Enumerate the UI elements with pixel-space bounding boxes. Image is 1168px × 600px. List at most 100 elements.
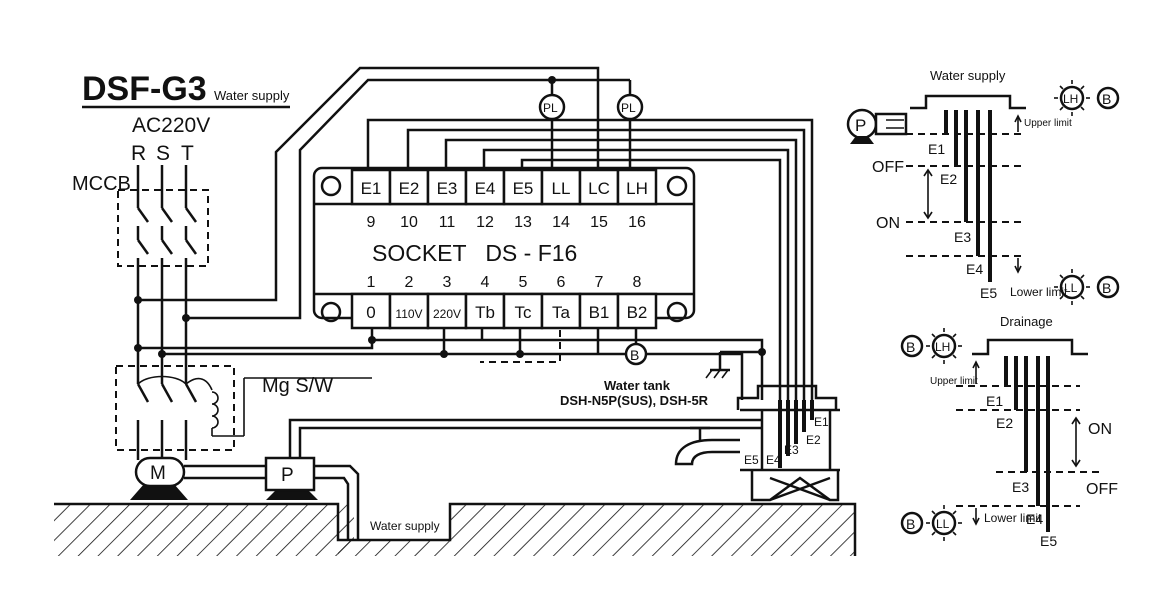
socket-bottom-terminal-label: B2	[627, 303, 648, 322]
supply-e1: E1	[928, 141, 945, 157]
drainage-e2: E2	[996, 415, 1013, 431]
supply-off-label: OFF	[872, 159, 904, 176]
motor: M	[130, 456, 188, 500]
socket-top-terminal-label: E3	[437, 179, 458, 198]
socket-bottom-terminal-label: Ta	[552, 303, 571, 322]
socket-bottom-terminal-label: 0	[366, 303, 375, 322]
socket-top-terminal	[502, 168, 544, 206]
buzzer: B	[624, 342, 648, 366]
socket-top-pin: 14	[552, 214, 570, 231]
svg-text:Water supply: Water supply	[930, 68, 1006, 83]
socket-bottom-terminal-label: 220V	[433, 307, 461, 321]
socket-top-terminal	[464, 168, 506, 206]
svg-text:B: B	[906, 339, 915, 355]
drainage-lower-label: Lower limit	[984, 511, 1042, 525]
supply-upper-label: Upper limit	[1024, 118, 1072, 129]
socket-top-terminal-label: E2	[399, 179, 420, 198]
drainage-upper-label: Upper limit	[930, 376, 978, 387]
socket-name: SOCKET DS - F16	[372, 240, 577, 266]
contactor-label: Mg S/W	[262, 375, 333, 397]
socket-bottom-terminal	[464, 292, 506, 330]
socket-bottom-pin: 4	[481, 274, 490, 291]
svg-text:Drainage: Drainage	[1000, 314, 1053, 329]
socket-top-terminal	[616, 168, 658, 206]
model-title: DSF-G3	[82, 70, 207, 108]
motor-label: M	[150, 463, 166, 484]
svg-text:LL: LL	[1064, 281, 1078, 295]
svg-text:PL: PL	[543, 101, 558, 115]
phase-lines	[117, 165, 209, 384]
drainage-off-label: OFF	[1086, 481, 1118, 498]
ground	[54, 502, 857, 556]
svg-text:B: B	[906, 516, 915, 532]
tank-label: Water tank	[604, 378, 671, 393]
svg-text:LL: LL	[936, 517, 950, 531]
supply-level-diagram: Water supply P LH B	[846, 68, 1120, 305]
breaker-label: MCCB	[72, 173, 131, 195]
model-subtitle: Water supply	[214, 88, 290, 103]
tank-e3: E3	[784, 443, 799, 457]
tank-model: DSH-N5P(SUS), DSH-5R	[560, 393, 709, 408]
socket-bottom-terminal-label: 110V	[395, 307, 422, 321]
socket-top-pin: 15	[590, 214, 608, 231]
socket-top-terminal-label: LC	[588, 179, 610, 198]
tank-e1: E1	[814, 415, 829, 429]
socket-bottom-pin: 7	[595, 274, 604, 291]
water-tank	[674, 384, 840, 502]
tank-e2: E2	[806, 433, 821, 447]
pump: P	[184, 418, 762, 540]
tank-e5: E5	[744, 453, 759, 467]
svg-text:B: B	[1102, 280, 1111, 296]
socket-top-terminal-label: LL	[552, 179, 571, 198]
socket-bottom-pin: 5	[519, 274, 528, 291]
pump-label: P	[281, 465, 294, 486]
svg-text:B: B	[630, 347, 639, 363]
socket-bottom-terminal-label: Tc	[515, 303, 533, 322]
socket-top-pin: 16	[628, 214, 646, 231]
drainage-e3: E3	[1012, 479, 1029, 495]
supply-on-label: ON	[876, 215, 900, 232]
drainage-on-label: ON	[1088, 421, 1112, 438]
drainage-e1: E1	[986, 393, 1003, 409]
socket-top-terminal-label: LH	[626, 179, 648, 198]
tank-e4: E4	[766, 453, 781, 467]
supply-e4: E4	[966, 261, 983, 277]
socket-bottom-terminal	[502, 292, 544, 330]
svg-text:P: P	[855, 116, 866, 135]
socket-bottom-terminal-label: B1	[589, 303, 610, 322]
phase-t-label: T	[181, 142, 194, 165]
svg-text:LH: LH	[1063, 92, 1078, 106]
socket-top-pin: 12	[476, 214, 494, 231]
supply-lower-label: Lower limit	[1010, 285, 1068, 299]
supply-e3: E3	[954, 229, 971, 245]
svg-text:PL: PL	[621, 101, 636, 115]
socket-top-terminal-label: E1	[361, 179, 382, 198]
socket-top-pin: 13	[514, 214, 532, 231]
socket-top-pin: 9	[367, 214, 376, 231]
supply-e5: E5	[980, 285, 997, 301]
phase-r-label: R	[131, 142, 146, 165]
socket-top-pin: 10	[400, 214, 418, 231]
magnetic-switch	[115, 365, 372, 460]
svg-text:LH: LH	[935, 340, 950, 354]
sump-label: Water supply	[370, 519, 440, 533]
phase-s-label: S	[156, 142, 170, 165]
socket-bottom-pin: 1	[367, 274, 376, 291]
socket-top-terminal-label: E5	[513, 179, 534, 198]
socket-bottom-terminal	[426, 292, 468, 330]
socket-bottom-terminal-label: Tb	[475, 303, 495, 322]
socket-bottom-terminal	[540, 292, 582, 330]
socket-bottom-terminal	[616, 292, 658, 330]
socket-bottom-pin: 6	[557, 274, 566, 291]
drainage-e5: E5	[1040, 533, 1057, 549]
svg-text:B: B	[1102, 91, 1111, 107]
power-label: AC220V	[132, 114, 210, 137]
drainage-level-diagram: Drainage B LH B LL	[900, 314, 1100, 541]
socket-bottom-pin: 2	[405, 274, 414, 291]
socket-top-pin: 11	[439, 214, 456, 231]
pilot-lamp-2: PL	[616, 93, 644, 121]
socket-top-terminal-label: E4	[475, 179, 496, 198]
socket-bottom-pin: 3	[443, 274, 452, 291]
